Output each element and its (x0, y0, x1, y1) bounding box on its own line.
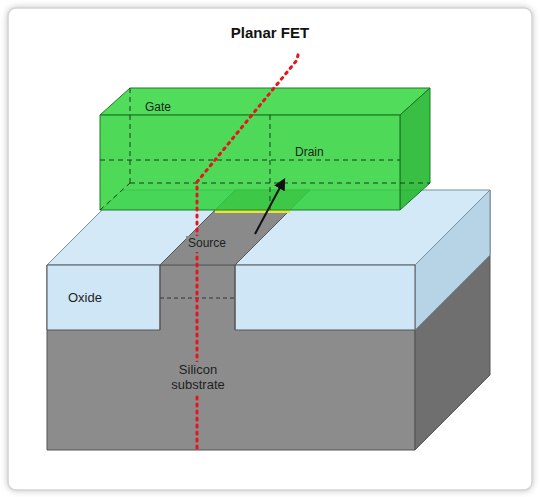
trench-edge (235, 265, 236, 330)
drain-label: Drain (293, 145, 326, 161)
gate-side (400, 88, 430, 210)
diagram-title: Planar FET (228, 23, 312, 42)
trench-edge (160, 265, 161, 330)
oxide-right (235, 265, 415, 330)
gate-label-wrap: Gate (143, 97, 173, 116)
source-label: Source (186, 236, 228, 252)
gate-front (100, 115, 400, 210)
drain-label-wrap: Drain (293, 142, 326, 161)
substrate-label: Silicon substrate (160, 362, 236, 394)
oxide-label-wrap: Oxide (66, 288, 104, 307)
substrate-label-wrap: Silicon substrate (160, 362, 236, 394)
oxide-left (47, 265, 160, 330)
current-arrow (255, 180, 284, 234)
substrate-front (47, 265, 415, 450)
oxide-label: Oxide (66, 290, 104, 307)
gate-label: Gate (143, 100, 173, 116)
oxide-side (415, 190, 490, 330)
frame (8, 8, 532, 490)
title-wrap: Planar FET (0, 24, 540, 42)
source-label-wrap: Source (186, 233, 228, 252)
gate-hidden-edges (100, 88, 430, 210)
gate-top (100, 88, 430, 115)
